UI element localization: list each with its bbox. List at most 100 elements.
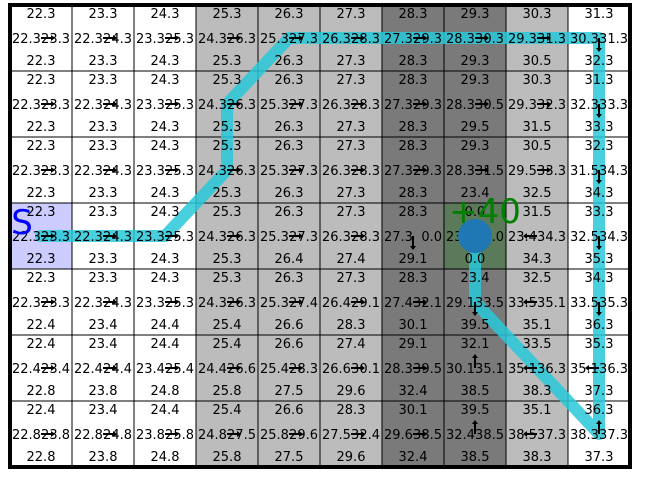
q-value-up: 27.4 [337, 337, 366, 352]
q-value-down: 38.3 [523, 450, 552, 465]
policy-arrowhead-left [523, 365, 527, 371]
policy-arrowhead-right [113, 101, 117, 107]
q-value-down: 34.3 [523, 252, 552, 267]
q-value-left: 22.8 [74, 428, 103, 443]
q-value-down: 22.3 [27, 54, 56, 69]
q-value-up: 25.3 [213, 139, 242, 154]
q-value-left: 27.3 [384, 32, 413, 47]
q-value-right: 34.3 [599, 164, 628, 179]
q-value-right: 26.3 [227, 164, 256, 179]
q-value-right: 32.4 [351, 428, 380, 443]
q-value-up: 22.3 [27, 139, 56, 154]
q-value-up: 27.3 [337, 205, 366, 220]
q-value-right: 25.4 [165, 362, 194, 377]
q-value-down: 23.3 [89, 186, 118, 201]
q-value-up: 29.3 [461, 139, 490, 154]
q-value-right: 27.5 [227, 428, 256, 443]
policy-arrowhead-right [237, 365, 241, 371]
policy-arrowhead-right [51, 431, 55, 437]
policy-arrowhead-right [237, 101, 241, 107]
q-value-left: 23.3 [136, 32, 165, 47]
q-value-down: 29.6 [337, 384, 366, 399]
q-value-up: 22.3 [27, 73, 56, 88]
q-value-left: 24.8 [198, 428, 227, 443]
q-value-down: 28.3 [399, 120, 428, 135]
policy-arrowhead-right [175, 167, 179, 173]
q-value-left: 27.3 [384, 164, 413, 179]
q-value-up: 27.3 [337, 7, 366, 22]
q-value-up: 26.3 [275, 139, 304, 154]
q-value-up: 23.3 [89, 7, 118, 22]
q-value-left: 24.3 [198, 296, 227, 311]
policy-arrowhead-right [175, 101, 179, 107]
q-value-right: 31.3 [599, 32, 628, 47]
goal-reward-label: +40 [449, 192, 521, 232]
q-value-down: 22.3 [27, 186, 56, 201]
q-value-right: 32.3 [537, 98, 566, 113]
policy-arrowhead-right [547, 101, 551, 107]
q-value-up: 35.1 [523, 403, 552, 418]
q-value-down: 23.4 [461, 186, 490, 201]
policy-arrowhead-right [113, 365, 117, 371]
q-value-down: 32.4 [399, 450, 428, 465]
q-value-up: 26.3 [275, 205, 304, 220]
q-value-right: 29.3 [413, 98, 442, 113]
q-value-right: 37.3 [537, 428, 566, 443]
q-value-left: 27.3 [384, 98, 413, 113]
q-value-up: 35.3 [585, 337, 614, 352]
q-value-right: 25.3 [165, 32, 194, 47]
q-value-down: 27.5 [275, 450, 304, 465]
policy-arrowhead-right [299, 35, 303, 41]
q-value-down: 28.3 [399, 186, 428, 201]
q-value-left: 22.3 [74, 164, 103, 179]
policy-arrowhead-right [175, 365, 179, 371]
q-value-left: 30.1 [446, 362, 475, 377]
q-value-down: 36.3 [585, 318, 614, 333]
q-value-up: 24.3 [151, 73, 180, 88]
q-value-left: 25.3 [260, 98, 289, 113]
q-value-up: 28.3 [399, 7, 428, 22]
q-value-down: 30.1 [399, 318, 428, 333]
q-value-up: 22.4 [27, 403, 56, 418]
policy-arrowhead-down [410, 246, 416, 250]
policy-arrowhead-right [361, 431, 365, 437]
q-value-down: 25.3 [213, 252, 242, 267]
q-value-down: 22.4 [27, 318, 56, 333]
q-value-down: 23.3 [89, 120, 118, 135]
policy-arrowhead-right [485, 35, 489, 41]
q-value-down: 37.3 [585, 384, 614, 399]
q-value-right: 0.0 [421, 230, 442, 245]
agent-circle [458, 219, 492, 253]
q-value-right: 34.3 [537, 230, 566, 245]
q-value-right: 23.3 [41, 32, 70, 47]
q-value-down: 32.3 [585, 54, 614, 69]
q-value-left: 22.3 [12, 296, 41, 311]
policy-arrowhead-right [113, 167, 117, 173]
q-value-left: 22.4 [12, 362, 41, 377]
q-value-down: 25.3 [213, 120, 242, 135]
q-value-up: 27.3 [337, 73, 366, 88]
q-value-down: 24.3 [151, 252, 180, 267]
q-value-up: 31.5 [523, 205, 552, 220]
q-value-left: 29.5 [508, 164, 537, 179]
q-value-down: 25.8 [213, 384, 242, 399]
q-value-up: 27.3 [337, 139, 366, 154]
policy-arrowhead-right [423, 167, 427, 173]
q-value-right: 24.3 [103, 296, 132, 311]
q-value-right: 38.5 [413, 428, 442, 443]
q-value-right: 24.8 [103, 428, 132, 443]
q-value-up: 30.5 [523, 139, 552, 154]
q-value-down: 26.6 [275, 318, 304, 333]
q-value-left: 22.4 [74, 362, 103, 377]
q-value-right: 26.3 [227, 230, 256, 245]
policy-arrowhead-right [113, 431, 117, 437]
policy-arrowhead-right [175, 299, 179, 305]
q-value-down: 23.3 [89, 252, 118, 267]
q-value-right: 27.3 [289, 32, 318, 47]
q-value-right: 27.3 [289, 164, 318, 179]
q-value-right: 24.4 [103, 362, 132, 377]
q-value-left: 23.3 [136, 230, 165, 245]
q-value-left: 28.3 [446, 32, 475, 47]
q-value-down: 25.8 [213, 450, 242, 465]
q-value-down: 37.3 [585, 450, 614, 465]
